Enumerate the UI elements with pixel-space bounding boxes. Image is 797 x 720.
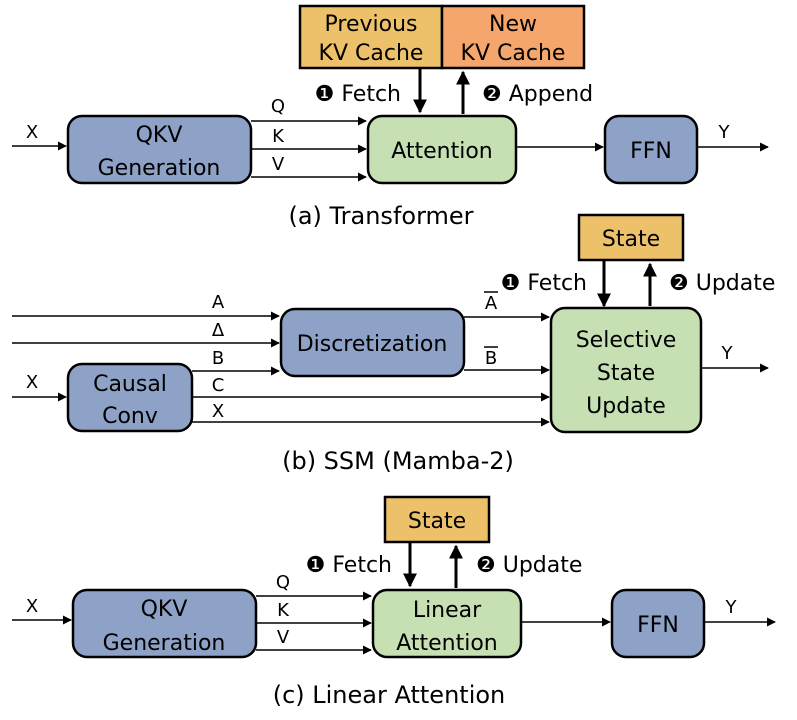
- input-label: X: [26, 372, 38, 393]
- b-label: B: [212, 348, 224, 369]
- new-kv-cache-label-1: New: [489, 12, 537, 37]
- output-label: Y: [725, 597, 738, 618]
- selective-label-1: Selective: [576, 328, 677, 353]
- fetch-label: ❶ Fetch: [501, 271, 587, 296]
- k-label: K: [277, 600, 290, 621]
- state-box: [383, 495, 491, 544]
- state-label: State: [602, 227, 660, 252]
- previous-kv-cache-label-2: KV Cache: [319, 41, 424, 66]
- x-label: X: [212, 401, 224, 422]
- v-label: V: [277, 627, 290, 648]
- previous-kv-cache-box: [298, 4, 444, 70]
- new-kv-cache-box: [440, 4, 586, 70]
- transformer-diagram: Previous KV Cache New KV Cache ❶ Fetch ❷…: [12, 4, 769, 230]
- fetch-label: ❶ Fetch: [315, 82, 401, 107]
- b-bar-label: B: [485, 348, 497, 369]
- output-label: Y: [721, 343, 734, 364]
- delta-label: Δ: [212, 320, 225, 341]
- causal-conv-label-1: Causal: [93, 372, 167, 397]
- c-label: C: [212, 375, 225, 396]
- qkv-generation-label-2: Generation: [98, 156, 221, 181]
- ssm-caption: (b) SSM (Mamba-2): [282, 447, 514, 475]
- linear-attention-diagram: State ❶ Fetch ❷ Update QKV Generation Li…: [12, 495, 776, 709]
- discretization-box: [279, 307, 466, 378]
- state-label: State: [408, 509, 466, 534]
- update-label: ❷ Update: [669, 271, 775, 296]
- a-label: A: [212, 292, 225, 313]
- state-box: [577, 213, 685, 262]
- selective-label-3: Update: [586, 394, 666, 419]
- linear-attention-caption: (c) Linear Attention: [273, 681, 506, 709]
- qkv-generation-label-2: Generation: [103, 631, 226, 656]
- attention-label: Attention: [391, 139, 493, 164]
- attention-box: [366, 114, 518, 185]
- v-label: V: [272, 154, 285, 175]
- a-bar-label: A: [485, 293, 498, 314]
- transformer-caption: (a) Transformer: [288, 202, 473, 230]
- input-label: X: [26, 122, 38, 143]
- linear-attention-label-1: Linear: [413, 598, 482, 623]
- qkv-generation-label-1: QKV: [136, 123, 183, 148]
- ssm-diagram: State ❶ Fetch ❷ Update Discretization Ca…: [12, 213, 775, 475]
- previous-kv-cache-label-1: Previous: [325, 12, 418, 37]
- fetch-label: ❶ Fetch: [306, 553, 392, 578]
- ffn-box: [603, 114, 699, 185]
- selective-state-update-box: [549, 306, 703, 434]
- ffn-label: FFN: [630, 139, 672, 164]
- selective-label-2: State: [597, 361, 655, 386]
- q-label: Q: [271, 96, 285, 117]
- input-label: X: [26, 596, 38, 617]
- linear-attention-label-2: Attention: [396, 631, 498, 656]
- q-label: Q: [276, 572, 290, 593]
- ffn-label: FFN: [637, 613, 679, 638]
- linear-attention-box: [371, 588, 523, 659]
- output-label: Y: [718, 122, 731, 143]
- k-label: K: [272, 126, 285, 147]
- discretization-label: Discretization: [297, 332, 448, 357]
- qkv-generation-label-1: QKV: [141, 597, 188, 622]
- causal-conv-label-2: Conv: [102, 404, 158, 429]
- ffn-box: [610, 588, 706, 659]
- append-label: ❷ Append: [482, 82, 593, 107]
- update-label: ❷ Update: [476, 553, 582, 578]
- new-kv-cache-label-2: KV Cache: [461, 41, 566, 66]
